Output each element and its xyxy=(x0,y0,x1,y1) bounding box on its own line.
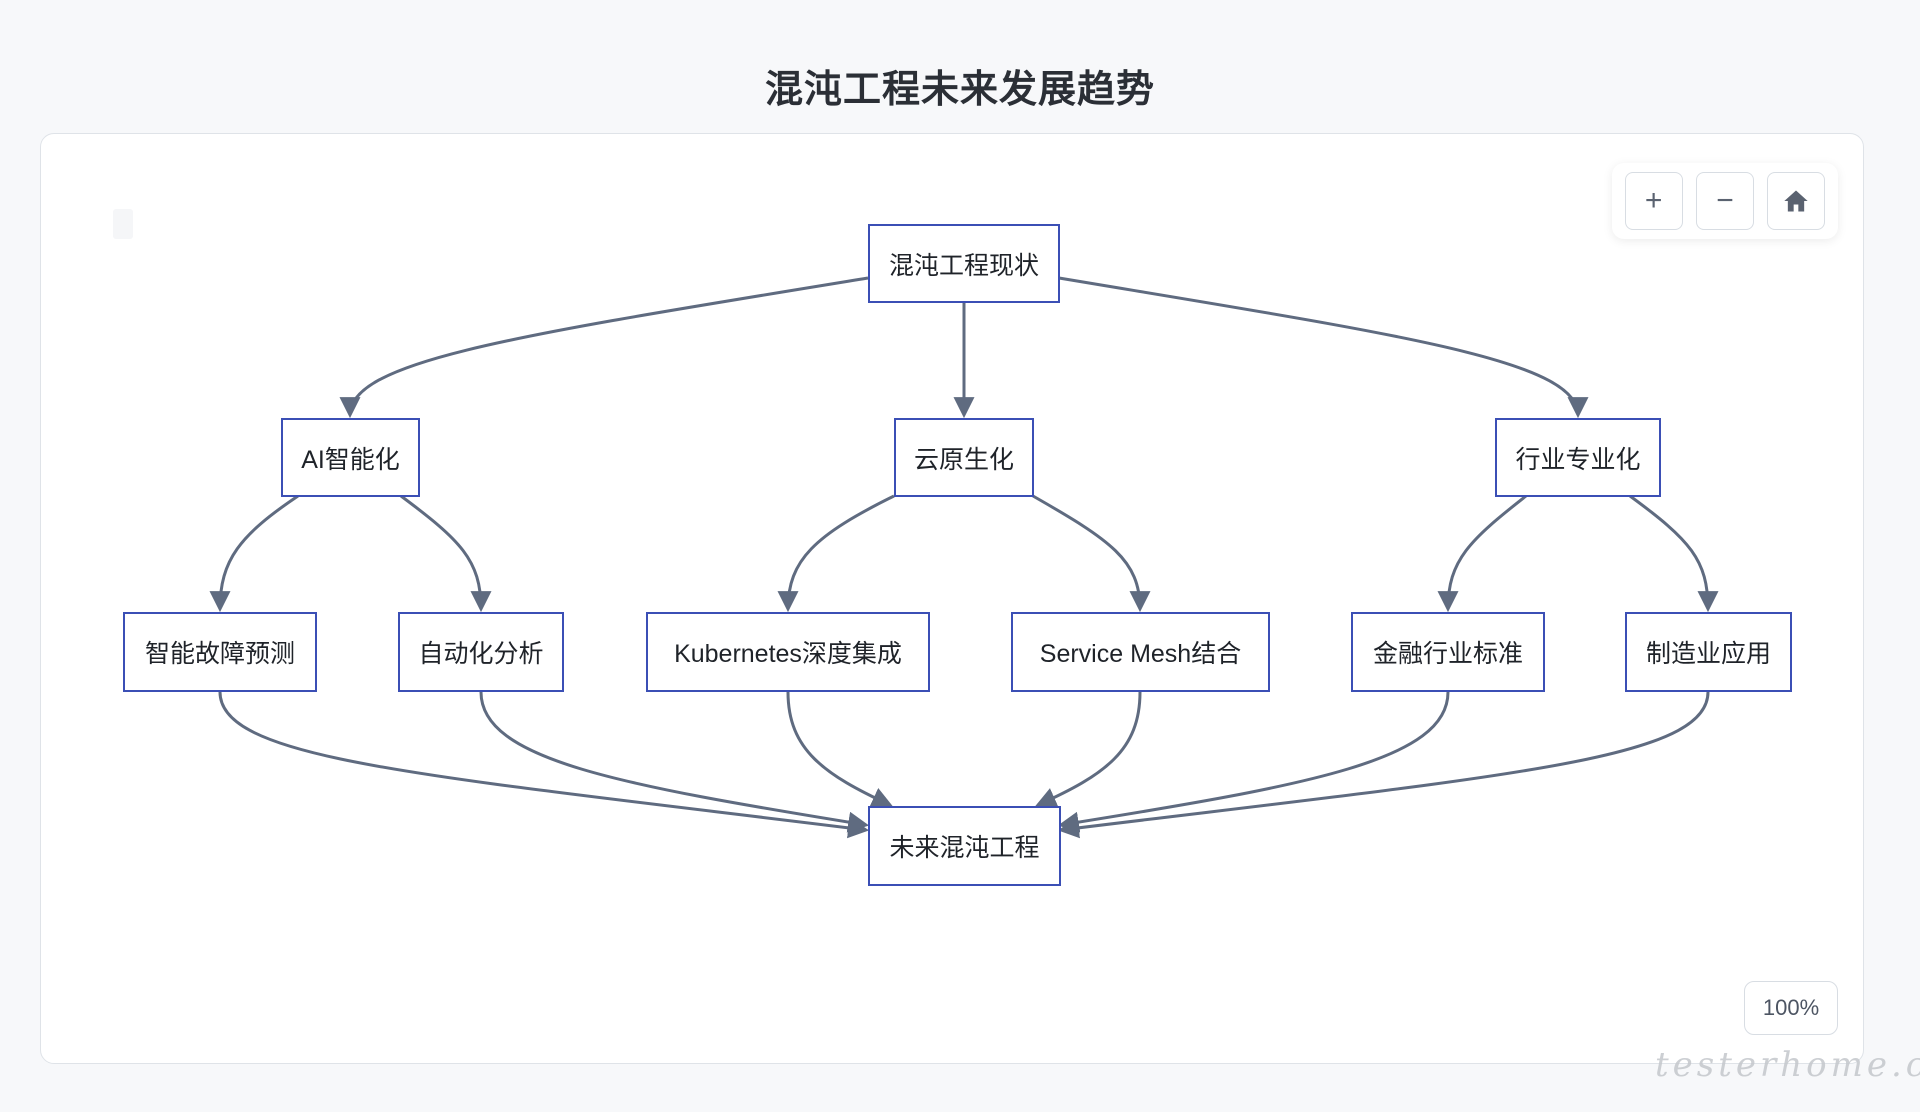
zoom-toolbar: + − xyxy=(1612,163,1838,239)
node-future[interactable]: 未来混沌工程 xyxy=(868,806,1061,886)
node-k8s[interactable]: Kubernetes深度集成 xyxy=(646,612,930,692)
node-fault-predict[interactable]: 智能故障预测 xyxy=(123,612,317,692)
node-industry[interactable]: 行业专业化 xyxy=(1495,418,1661,497)
node-finance[interactable]: 金融行业标准 xyxy=(1351,612,1545,692)
node-mesh[interactable]: Service Mesh结合 xyxy=(1011,612,1270,692)
node-auto-analysis[interactable]: 自动化分析 xyxy=(398,612,564,692)
node-root[interactable]: 混沌工程现状 xyxy=(868,224,1060,303)
zoom-in-button[interactable]: + xyxy=(1624,172,1683,230)
node-cloud[interactable]: 云原生化 xyxy=(894,418,1034,497)
zoom-out-button[interactable]: − xyxy=(1695,172,1754,230)
watermark: testerhome.com xyxy=(1655,1045,1920,1085)
zoom-level-indicator: 100% xyxy=(1744,981,1838,1035)
canvas-marker xyxy=(113,209,133,239)
home-icon xyxy=(1784,190,1808,212)
home-button[interactable] xyxy=(1767,172,1826,230)
node-ai[interactable]: AI智能化 xyxy=(281,418,420,497)
page-title: 混沌工程未来发展趋势 xyxy=(764,66,1155,111)
node-manufacturing[interactable]: 制造业应用 xyxy=(1625,612,1792,692)
